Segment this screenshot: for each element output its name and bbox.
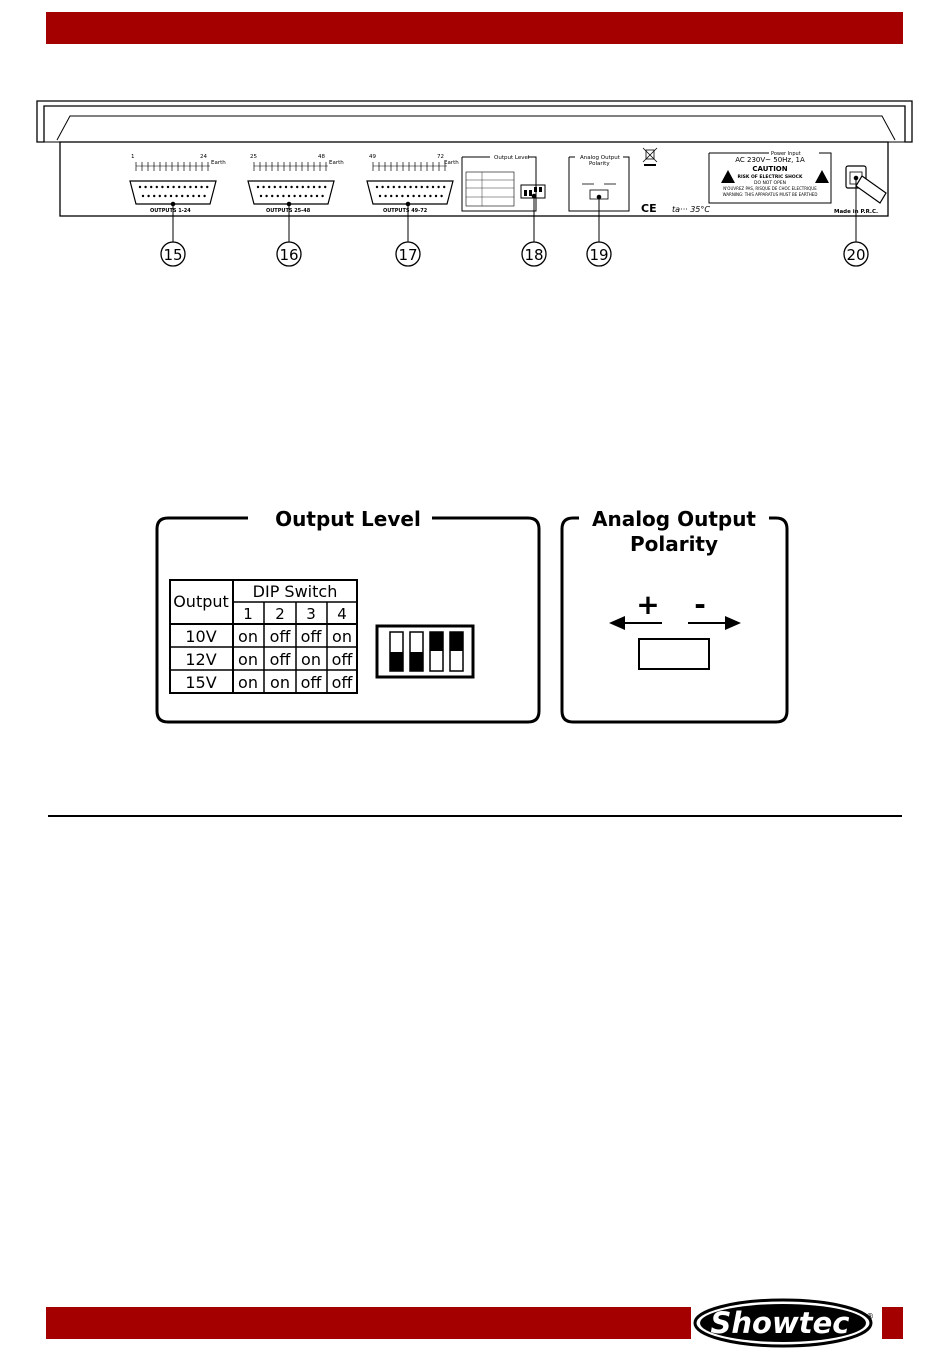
switch-number: 4: [337, 605, 347, 623]
power-do-not-open: DO NOT OPEN: [754, 180, 786, 186]
switch-number: 1: [243, 605, 253, 623]
power-caution: CAUTION: [752, 165, 787, 173]
warning-triangle-icon: [721, 170, 735, 183]
connector-1-earth: Earth: [211, 160, 226, 166]
db25-connector-3: 49 72 Earth OUTPUTS 49-72: [366, 154, 459, 214]
section-divider: [48, 815, 902, 817]
minus-symbol: -: [694, 588, 706, 621]
row-value: on: [238, 673, 258, 692]
connector-2-start: 25: [250, 154, 257, 160]
right-arrow-icon: [688, 616, 741, 630]
row-value: off: [270, 650, 292, 669]
table-dip-header: DIP Switch: [253, 582, 338, 601]
row-output: 15V: [185, 673, 216, 692]
row-output: 12V: [185, 650, 216, 669]
polarity-title-1: Analog Output: [592, 507, 756, 531]
dip-switch-illustration: [375, 624, 475, 679]
showtec-logo: Showtec ®: [693, 1298, 874, 1348]
logo-registered: ®: [866, 1312, 874, 1321]
output-level-panel: Output Level Output DIP Switch 1 2 3 4 1…: [155, 507, 541, 724]
plus-symbol: +: [636, 588, 659, 621]
output-level-small-box: Output Level: [461, 155, 546, 212]
connector-2-earth: Earth: [329, 160, 344, 166]
row-value: off: [301, 627, 323, 646]
row-value: off: [270, 627, 292, 646]
callout-number: 18: [524, 246, 543, 264]
dip-switch-table: Output DIP Switch 1 2 3 4 10V on off off…: [169, 579, 358, 694]
rear-panel-diagram: 1 24 Earth OUTPUTS 1-24 25 48 Earth OUTP…: [36, 100, 913, 267]
power-input-label: Power Input AC 230V~ 50Hz, 1A CAUTION RI…: [708, 151, 832, 204]
connector-1-start: 1: [131, 154, 135, 160]
db25-connector-2: 25 48 Earth OUTPUTS 25-48: [247, 154, 344, 214]
connector-3-earth: Earth: [444, 160, 459, 166]
callout-circle: [521, 241, 547, 267]
connector-1-end: 24: [200, 154, 207, 160]
power-french: N'OUVREZ PAS, RISQUE DE CHOC ELECTRIQUE: [723, 186, 817, 191]
row-value: off: [332, 650, 354, 669]
footer-bar-end: [882, 1307, 903, 1339]
connector-3-end: 72: [437, 154, 444, 160]
callout-number: 15: [163, 246, 182, 264]
left-arrow-icon: [609, 616, 662, 630]
callout-circle: [586, 241, 612, 267]
connector-3-label: OUTPUTS 49-72: [383, 208, 428, 214]
row-output: 10V: [185, 627, 216, 646]
lightning-triangle-icon: [815, 170, 829, 183]
callout-number: 17: [398, 246, 417, 264]
callout-circle: [276, 241, 302, 267]
db25-connector-1: 1 24 Earth OUTPUTS 1-24: [129, 154, 226, 214]
callout-circle: [843, 241, 869, 267]
power-title: Power Input: [771, 151, 801, 157]
switch-number: 3: [306, 605, 316, 623]
row-value: on: [270, 673, 290, 692]
polarity-small-title-2: Polarity: [589, 161, 610, 167]
polarity-switch: [638, 638, 710, 670]
row-value: on: [238, 627, 258, 646]
callout-circle: [160, 241, 186, 267]
power-risk: RISK OF ELECTRIC SHOCK: [738, 174, 803, 180]
ta-rating: ta··· 35°C: [672, 205, 710, 214]
connector-3-start: 49: [369, 154, 376, 160]
row-value: on: [238, 650, 258, 669]
output-level-title: Output Level: [275, 507, 421, 531]
ce-mark: CE: [641, 202, 657, 215]
table-output-header: Output: [173, 592, 229, 611]
connector-2-end: 48: [318, 154, 325, 160]
callout-number: 16: [279, 246, 298, 264]
power-warning: WARNING: THIS APPARATUS MUST BE EARTHED: [723, 192, 818, 197]
power-inlet: [845, 165, 887, 204]
polarity-small-title-1: Analog Output: [580, 155, 621, 161]
callout-circle: [395, 241, 421, 267]
switch-number: 2: [275, 605, 285, 623]
header-bar: [46, 12, 903, 44]
callout-number: 19: [589, 246, 608, 264]
row-value: off: [332, 673, 354, 692]
row-value: off: [301, 673, 323, 692]
footer-bar: [46, 1307, 691, 1339]
weee-icon: [642, 147, 658, 166]
polarity-title-2: Polarity: [630, 532, 718, 556]
logo-text: Showtec: [711, 1306, 850, 1340]
row-value: on: [301, 650, 321, 669]
connector-2-label: OUTPUTS 25-48: [266, 208, 311, 214]
output-level-small-title: Output Level: [494, 155, 530, 161]
connector-1-label: OUTPUTS 1-24: [150, 208, 191, 214]
power-rating: AC 230V~ 50Hz, 1A: [735, 156, 805, 164]
analog-output-polarity-panel: Analog Output Polarity + -: [560, 507, 789, 724]
detail-diagram: Output Level Output DIP Switch 1 2 3 4 1…: [155, 507, 789, 724]
row-value: on: [332, 627, 352, 646]
callout-number: 20: [846, 246, 865, 264]
